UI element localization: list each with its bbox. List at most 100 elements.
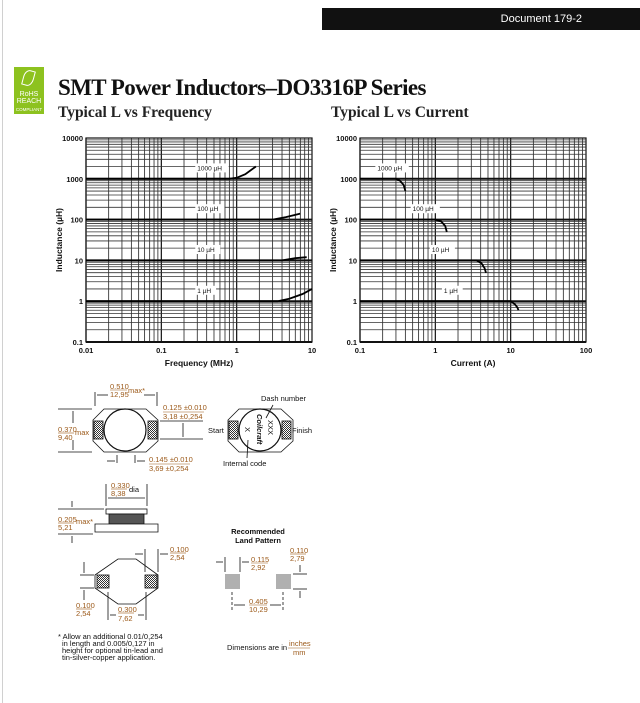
x-tick-label: 0.01 <box>79 346 94 355</box>
y-tick-label: 10000 <box>336 134 357 143</box>
logo-text: RoHS <box>19 91 39 98</box>
chamfer-mm: 2,54 <box>170 553 185 562</box>
dia-in: 0.330 <box>111 481 130 490</box>
bottom-view-pad-right <box>144 574 158 589</box>
land-pad-left <box>225 574 240 589</box>
series-line <box>360 300 520 311</box>
dash-code-mark: XXX <box>266 420 275 435</box>
land-pad-width-in: 0.115 <box>251 555 269 564</box>
land-spacing-mm: 10,29 <box>249 605 268 614</box>
length-in: 0.510 <box>110 382 129 391</box>
units-note: Dimensions are in <box>227 643 287 652</box>
x-tick-label: 1 <box>433 346 437 355</box>
bottom-view-body <box>94 558 159 605</box>
chart-title-current: Typical L vs Current <box>331 104 469 121</box>
y-tick-label: 10 <box>349 256 357 265</box>
x-tick-label: 10 <box>308 346 316 355</box>
pad-height-mm: 3,18 ±0,254 <box>163 412 203 421</box>
land-pad-height-in: 0.110 <box>290 546 308 555</box>
pad-width-mm: 3,69 ±0,254 <box>149 464 189 473</box>
series-label-bg <box>429 244 455 254</box>
y-tick-label: 1 <box>79 297 83 306</box>
pad-mm: 2,54 <box>76 609 91 618</box>
x-tick-label: 10 <box>506 346 514 355</box>
series-label-bg <box>441 285 463 295</box>
y-tick-label: 1000 <box>340 175 357 184</box>
width-in: 0.370 <box>58 425 77 434</box>
series-label-bg <box>195 204 225 214</box>
x-tick-label: 0.1 <box>156 346 166 355</box>
units-mm: mm <box>293 648 306 657</box>
x-tick-label: 1 <box>235 346 239 355</box>
page-title: SMT Power Inductors–DO3316P Series <box>58 75 426 100</box>
series-line <box>360 218 448 233</box>
series-line <box>86 256 307 262</box>
series-line <box>86 288 313 303</box>
dia-suffix: dia <box>129 485 140 494</box>
y-tick-label: 1 <box>353 297 357 306</box>
footnote-line: in length and 0.005/0,127 in <box>62 639 155 648</box>
y-tick-label: 0.1 <box>347 338 357 347</box>
chart-title-frequency: Typical L vs Frequency <box>58 104 213 121</box>
length-suffix: max* <box>128 386 145 395</box>
pad-in: 0.100 <box>76 601 95 610</box>
series-line <box>360 259 487 273</box>
y-tick-label: 100 <box>344 216 357 225</box>
footnote-line: tin-silver-copper application. <box>62 653 155 662</box>
series-label: 10 µH <box>432 247 450 254</box>
x-axis-title: Current (A) <box>451 358 496 368</box>
logo-text: COMPLIANT <box>15 107 43 112</box>
x-axis-title: Frequency (MHz) <box>165 358 234 368</box>
y-axis-title: Inductance (µH) <box>328 208 338 272</box>
series-line <box>86 212 301 221</box>
series-label: 100 µH <box>197 206 218 213</box>
series-label: 100 µH <box>413 206 434 213</box>
bottom-view-pad-left <box>96 574 110 589</box>
chamfer-in: 0.100 <box>170 545 189 554</box>
width-suffix: max <box>75 428 89 437</box>
x-tick-label: 0.1 <box>355 346 365 355</box>
span-mm: 7,62 <box>118 614 133 623</box>
series-label-bg <box>195 285 217 295</box>
series-label-bg <box>195 163 229 173</box>
start-label: Start <box>208 426 225 435</box>
document-number-bar: Document 179-2 <box>322 8 640 30</box>
y-tick-label: 1000 <box>66 175 83 184</box>
series-label: 1 µH <box>444 288 458 295</box>
footnote-line: * Allow an additional 0.01/0,254 <box>58 632 163 641</box>
y-tick-label: 0.1 <box>73 338 83 347</box>
dash-number-label: Dash number <box>261 394 307 403</box>
document-number: Document 179-2 <box>500 13 582 25</box>
marking-view-body <box>227 408 294 453</box>
land-spacing-in: 0.405 <box>249 597 268 606</box>
internal-code-label: Internal code <box>223 459 266 468</box>
internal-code-mark: X <box>243 427 252 432</box>
side-view-winding <box>108 513 145 525</box>
pad-height-in: 0.125 ±0.010 <box>163 403 207 412</box>
pad-width-in: 0.145 ±0.010 <box>149 455 193 464</box>
top-view-body <box>92 408 159 453</box>
height-in: 0.205 <box>58 515 77 524</box>
height-mm: 5,21 <box>58 523 73 532</box>
series-label: 1000 µH <box>377 165 402 172</box>
dia-mm: 8,38 <box>111 489 126 498</box>
land-pattern-title: Land Pattern <box>235 536 281 545</box>
y-tick-label: 100 <box>70 216 83 225</box>
x-tick-label: 100 <box>580 346 593 355</box>
finish-label: Finish <box>292 426 312 435</box>
series-label-bg <box>195 244 221 254</box>
series-line <box>360 177 407 192</box>
land-pattern-title: Recommended <box>231 527 285 536</box>
top-view-core <box>103 408 147 452</box>
logo-text: REACH <box>16 98 42 105</box>
series-label-bg <box>410 204 440 214</box>
units-inches: inches <box>289 639 311 648</box>
top-view-pad-left <box>93 420 104 440</box>
span-in: 0.300 <box>118 605 137 614</box>
land-pad-right <box>276 574 291 589</box>
height-suffix: max* <box>76 517 93 526</box>
series-line <box>86 165 257 180</box>
